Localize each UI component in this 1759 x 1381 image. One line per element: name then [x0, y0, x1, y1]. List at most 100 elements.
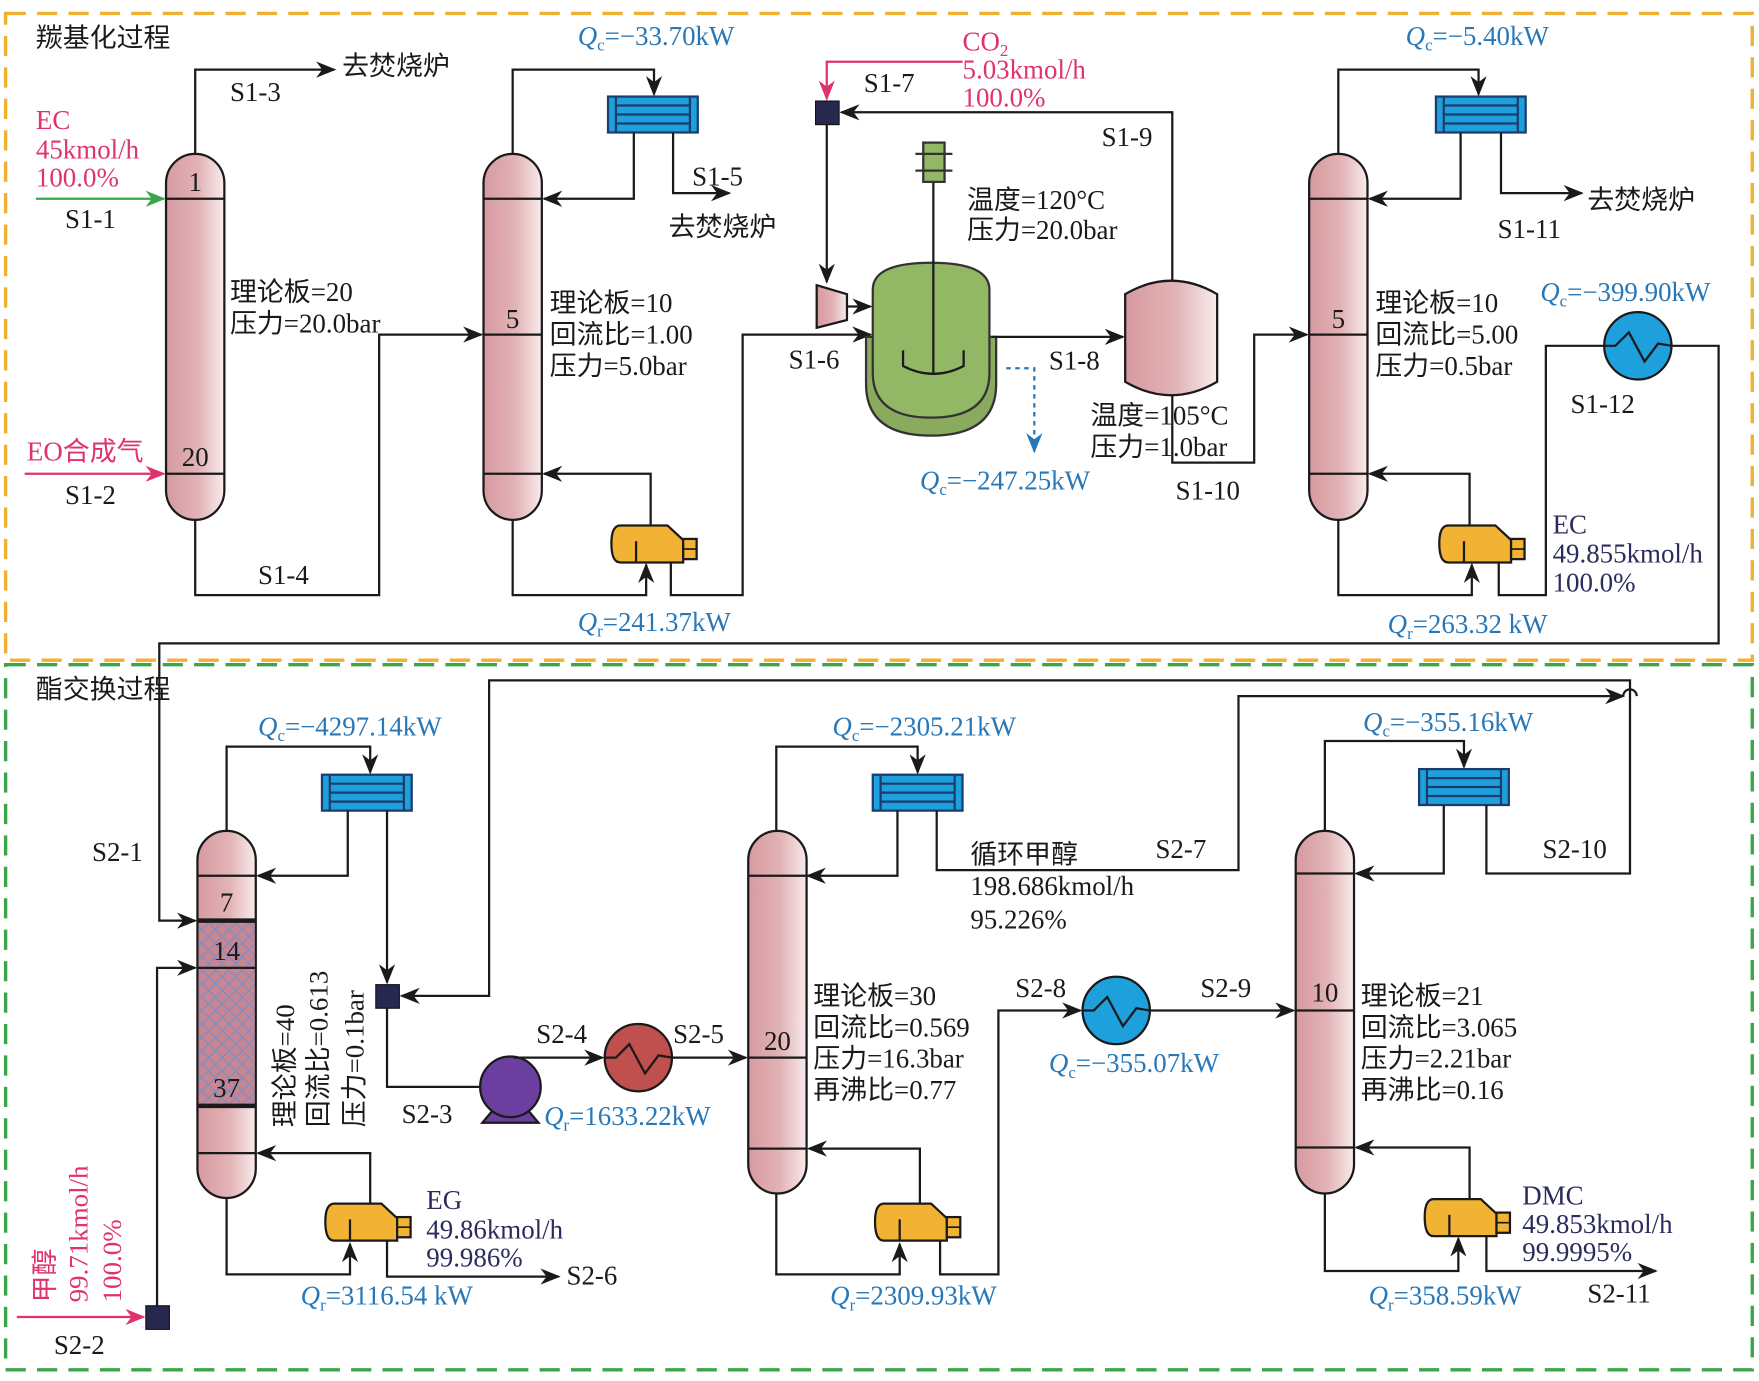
ec-product-purity: 100.0%	[1553, 568, 1636, 598]
stream-s1-5-line	[671, 132, 732, 202]
c3-spec-stages: 理论板=10	[1375, 288, 1498, 318]
stream-s1-4-label: S1-4	[258, 560, 309, 590]
stream-s1-8-label: S1-8	[1049, 345, 1100, 375]
methanol-feed-name: 甲醇	[30, 1249, 60, 1303]
stream-s1-6-line	[669, 326, 873, 597]
column-c6	[1294, 829, 1356, 1195]
c4-packing-section	[198, 920, 255, 1106]
transesterification-section-title: 酯交换过程	[36, 674, 171, 704]
column-c2	[482, 152, 543, 521]
stream-s1-3-label: S1-3	[230, 77, 281, 107]
co2-feed-purity: 100.0%	[963, 83, 1046, 113]
column-c5	[747, 829, 808, 1195]
c4-stage-b: 14	[213, 936, 240, 966]
c6-boilup-line	[1354, 1139, 1471, 1200]
c6-reboiler	[1423, 1197, 1512, 1238]
c4-reboiler	[324, 1202, 412, 1242]
c3-feed-stage: 5	[1332, 304, 1345, 334]
c2-spec-pressure: 压力=5.0bar	[550, 351, 687, 381]
c1-top-stage: 1	[188, 167, 201, 197]
c5-spec-stages: 理论板=30	[813, 981, 936, 1011]
c4-stage-a: 7	[220, 888, 233, 918]
co2-mixer	[814, 100, 840, 126]
agitator-motor	[922, 141, 946, 184]
stream-s2-1-line	[158, 344, 1720, 929]
incinerator-label-2: 去焚烧炉	[669, 212, 777, 242]
c6-spec-reflux: 回流比=3.065	[1361, 1012, 1517, 1042]
incinerator-label-3: 去焚烧炉	[1587, 185, 1695, 215]
recycle-methanol-name: 循环甲醇	[970, 839, 1078, 869]
c4-spec-reflux: 回流比=0.613	[304, 971, 334, 1128]
stream-s1-10-label: S1-10	[1176, 476, 1240, 506]
stream-s2-2-line	[155, 959, 198, 1306]
c1-spec-pressure: 压力=20.0bar	[230, 308, 380, 338]
co2-feed-line	[818, 60, 963, 101]
stream-s2-2-label: S2-2	[54, 1330, 105, 1360]
stream-s2-10-label: S2-10	[1542, 834, 1606, 864]
stream-s2-6-line	[385, 1240, 561, 1285]
c5-spec-pressure: 压力=16.3bar	[813, 1044, 963, 1074]
c2-condenser-duty: Qc=−33.70kW	[578, 21, 735, 55]
c5-bottoms-line	[775, 1193, 908, 1276]
c6-bottoms-line	[1323, 1193, 1467, 1273]
methanol-feed-purity: 100.0%	[97, 1219, 127, 1302]
reactor-vessel	[871, 261, 991, 419]
stream-s1-11-line	[1499, 132, 1584, 202]
methanol-feed-flow: 99.71kmol/h	[64, 1165, 94, 1302]
stream-s1-1-label: S1-1	[65, 204, 116, 234]
compressor	[815, 283, 849, 330]
c5-reboiler	[873, 1202, 962, 1242]
eg-product-purity: 99.986%	[426, 1242, 522, 1272]
flash-spec-temperature: 温度=105°C	[1090, 400, 1228, 430]
dmc-product-name: DMC	[1522, 1181, 1583, 1211]
co2-feed-name: CO2	[963, 27, 1009, 61]
ec-feed-name: EC	[36, 105, 70, 135]
c6-overhead-line	[1323, 739, 1473, 831]
stream-s1-12-line	[1497, 344, 1605, 597]
c3-overhead-line	[1337, 68, 1487, 154]
agitator-impeller	[901, 350, 965, 375]
eg-product-name: EG	[426, 1185, 462, 1215]
c2-feed-stage: 5	[506, 304, 519, 334]
c4-condenser	[320, 773, 413, 812]
eo-feed-name: EO合成气	[27, 436, 144, 466]
stream-s2-7-line	[935, 688, 1626, 872]
c3-reflux-line	[1367, 132, 1462, 207]
c3-reboiler	[1438, 524, 1526, 564]
column-c3	[1308, 152, 1369, 521]
c4-reflux-line	[255, 810, 349, 884]
pump	[479, 1055, 542, 1119]
eg-product-flow: 49.86kmol/h	[426, 1214, 563, 1244]
c2-reflux-line	[542, 132, 635, 207]
c2-boilup-line	[542, 465, 652, 526]
reactor-duty: Qc=−247.25kW	[920, 466, 1091, 500]
ec-feed-flow: 45kmol/h	[36, 134, 140, 164]
stream-s1-9-line	[839, 104, 1174, 281]
dmc-product-flow: 49.853kmol/h	[1522, 1209, 1673, 1239]
c3-spec-reflux: 回流比=5.00	[1375, 320, 1518, 350]
c2-spec-stages: 理论板=10	[550, 288, 673, 318]
reactor-duty-line	[1006, 367, 1043, 454]
c6-spec-boilup: 再沸比=0.16	[1361, 1075, 1504, 1105]
reactor-spec-temperature: 温度=120°C	[967, 185, 1105, 215]
c5-condenser-duty: Qc=−2305.21kW	[832, 711, 1016, 745]
dmc-product-purity: 99.9995%	[1522, 1237, 1632, 1267]
c3-bottoms-line	[1337, 519, 1480, 597]
methanol-mixer	[145, 1305, 170, 1330]
c5-spec-reflux: 回流比=0.569	[813, 1012, 969, 1042]
c4-spec-stages: 理论板=40	[270, 1004, 300, 1127]
c5-condenser	[871, 773, 964, 812]
c2-bottoms-line	[511, 519, 655, 597]
s2-heater-duty: Qr=1633.22kW	[544, 1101, 711, 1135]
ec-product-name: EC	[1553, 509, 1587, 539]
c3-boilup-line	[1367, 465, 1471, 526]
s2-8-cooler-duty: Qc=−355.07kW	[1049, 1048, 1220, 1082]
stream-s2-5-label: S2-5	[673, 1019, 724, 1049]
c6-reboiler-duty: Qr=358.59kW	[1369, 1281, 1523, 1315]
c5-reflux-line	[805, 810, 899, 884]
flash-drum	[1124, 279, 1219, 397]
c2-condenser	[606, 95, 699, 134]
c3-condenser-duty: Qc=−5.40kW	[1406, 21, 1550, 55]
c6-spec-stages: 理论板=21	[1361, 981, 1484, 1011]
